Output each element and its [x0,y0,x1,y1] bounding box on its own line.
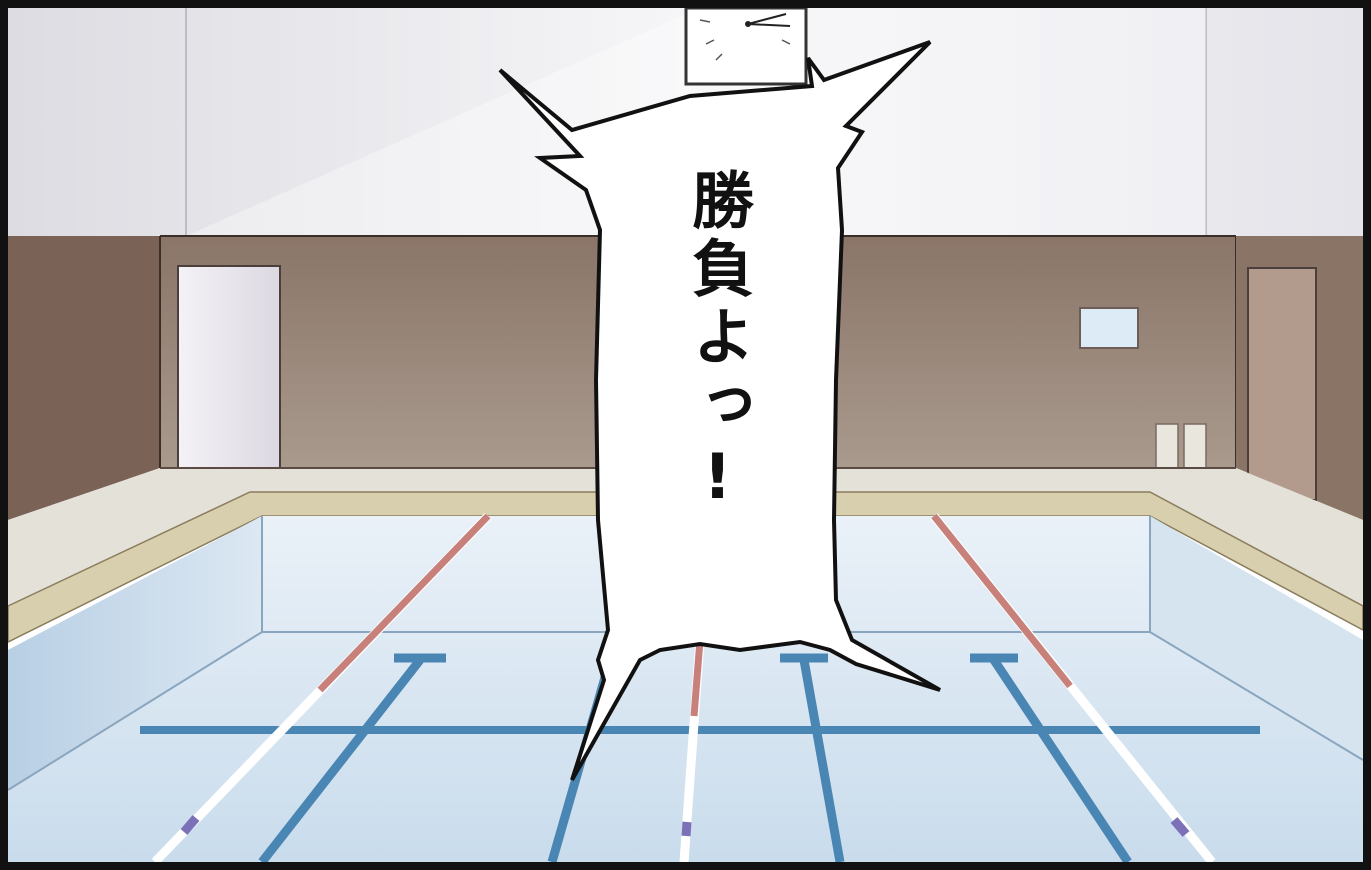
lane-ropes [151,512,1216,866]
speech-bubble [498,40,941,781]
pool-right-side [1150,516,1363,760]
speech-bubble-text: 勝負よっ! [681,168,754,519]
bin [1183,423,1207,469]
left-wall [8,236,160,520]
right-door [1247,267,1317,501]
left-door [177,265,281,469]
wall-clock-icon [684,6,808,86]
pool-left-side [8,516,262,790]
pool-water [8,516,1363,862]
wall-window [1079,307,1139,349]
bin [1155,423,1179,469]
